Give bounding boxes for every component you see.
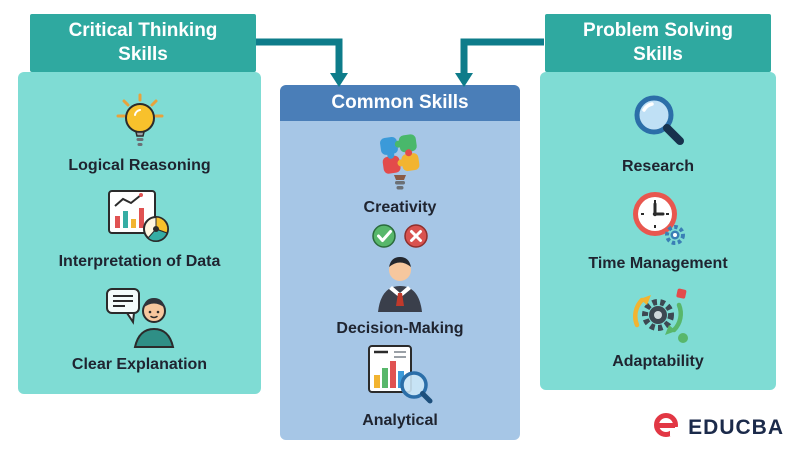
skill-label: Research — [621, 157, 695, 175]
lightbulb-icon — [112, 92, 168, 150]
educba-logo-text: EDUCBA — [688, 415, 784, 439]
skill-item-adaptability: Adaptability — [612, 286, 704, 371]
left-panel-header: Critical Thinking Skills — [30, 14, 256, 72]
gears-arrows-icon — [625, 286, 691, 346]
decision-person-icon — [358, 223, 442, 313]
left-panel: Logical Reasoning Interpretati — [18, 72, 261, 394]
skill-label: Time Management — [588, 255, 728, 273]
magnifier-icon — [627, 91, 689, 151]
puzzle-bulb-icon — [371, 130, 429, 192]
center-panel: Creativity Decision-Making — [280, 121, 520, 440]
center-panel-header: Common Skills — [280, 85, 520, 121]
skill-label: Interpretation of Data — [58, 253, 221, 271]
chart-magnifier-icon — [366, 343, 434, 405]
speech-person-icon — [105, 285, 175, 349]
skill-item-decision-making: Decision-Making — [336, 223, 464, 338]
skill-label: Logical Reasoning — [68, 156, 211, 174]
skill-item-interpretation-of-data: Interpretation of Data — [58, 188, 221, 271]
right-panel: Research — [540, 72, 776, 390]
educba-logo-icon — [651, 410, 681, 445]
left-panel-title: Critical Thinking Skills — [68, 20, 218, 65]
right-panel-header: Problem Solving Skills — [545, 14, 771, 72]
clock-gear-icon — [627, 188, 689, 248]
skill-item-creativity: Creativity — [363, 130, 437, 217]
skill-label: Clear Explanation — [71, 356, 208, 374]
skill-item-time-management: Time Management — [588, 188, 728, 273]
data-interpretation-icon — [106, 188, 172, 246]
skill-item-clear-explanation: Clear Explanation — [72, 285, 207, 374]
skill-item-logical-reasoning: Logical Reasoning — [68, 92, 211, 175]
skill-label: Decision-Making — [336, 319, 464, 337]
center-panel-title: Common Skills — [331, 92, 469, 113]
skill-label: Creativity — [363, 199, 437, 217]
right-panel-title: Problem Solving Skills — [583, 20, 733, 65]
educba-logo: EDUCBA — [651, 410, 784, 445]
skill-item-research: Research — [622, 91, 694, 176]
skill-item-analytical: Analytical — [362, 343, 438, 430]
skill-label: Analytical — [362, 412, 438, 430]
skill-label: Adaptability — [612, 353, 704, 371]
